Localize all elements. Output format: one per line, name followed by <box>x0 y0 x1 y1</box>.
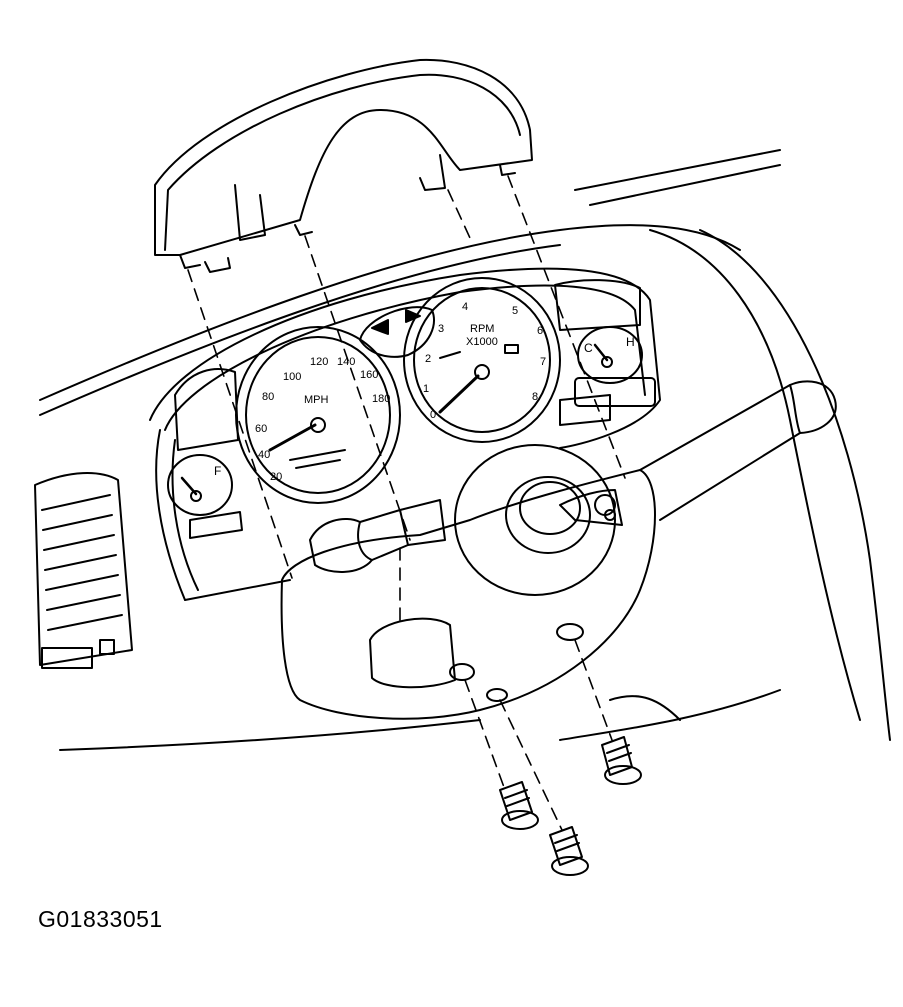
instrument-cluster-bezel <box>149 267 661 601</box>
screw-right <box>601 736 642 785</box>
speedo-tick: 100 <box>283 371 301 383</box>
tacho-tick: 8 <box>532 391 538 403</box>
air-vent <box>34 472 133 669</box>
tachometer-multiplier: X1000 <box>466 336 498 348</box>
tachometer-unit: RPM <box>470 323 494 335</box>
fuel-gauge <box>167 454 233 516</box>
right-info-display <box>554 279 656 426</box>
speedometer-gauge <box>235 326 401 504</box>
alignment-guide-lines <box>187 175 626 831</box>
speedo-tick: 60 <box>255 423 267 435</box>
turn-signal-indicator-pod <box>359 306 435 358</box>
speedo-tick: 180 <box>372 393 390 405</box>
wiper-lever <box>639 380 837 521</box>
steering-column-clockspring <box>454 444 623 596</box>
temp-hot-label: H <box>626 335 635 349</box>
speedo-tick: 120 <box>310 356 328 368</box>
fuel-full-label: F <box>214 464 221 478</box>
tacho-tick: 3 <box>438 323 444 335</box>
tacho-tick: 5 <box>512 305 518 317</box>
screw-left <box>499 781 539 830</box>
screw-middle <box>549 826 589 876</box>
speedometer-unit: MPH <box>304 394 329 406</box>
tacho-tick: 6 <box>537 325 543 337</box>
speedo-tick: 160 <box>360 369 378 381</box>
turn-signal-lever <box>309 499 446 573</box>
speedo-tick: 140 <box>337 356 355 368</box>
tachometer-labels: RPM X1000 0 1 2 3 4 5 6 7 8 <box>423 301 546 421</box>
speedo-tick: 80 <box>262 391 274 403</box>
tacho-tick: 0 <box>430 409 436 421</box>
dashboard-panel <box>39 149 891 751</box>
tacho-tick: 2 <box>425 353 431 365</box>
temp-cold-label: C <box>584 341 593 355</box>
speedo-tick: 20 <box>270 471 282 483</box>
tacho-tick: 7 <box>540 356 546 368</box>
figure-id-label: G01833051 <box>38 906 163 932</box>
speedometer-labels: MPH 20 40 60 80 100 120 140 160 180 <box>255 356 390 483</box>
tacho-tick: 4 <box>462 301 468 313</box>
speedo-tick: 40 <box>258 449 270 461</box>
upper-steering-column-cover <box>154 58 533 273</box>
left-info-display <box>174 368 243 539</box>
lower-steering-column-cover <box>280 469 656 720</box>
tachometer-gauge <box>403 277 561 443</box>
tacho-tick: 1 <box>423 383 429 395</box>
